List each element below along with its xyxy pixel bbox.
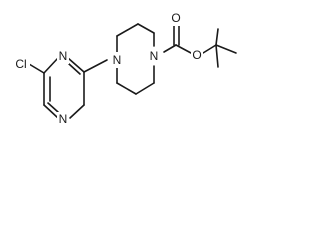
atom-cl: Cl	[12, 56, 30, 71]
bond-c2-n-piperazine	[83, 59, 108, 73]
chemical-structure-diagram: Cl N N N N O O	[12, 11, 237, 127]
bond-c3-n-bottom	[69, 104, 85, 119]
bond-pip-lower-left	[116, 82, 137, 95]
atom-n-pyrazine-bottom: N	[57, 112, 69, 127]
bond-pip-upper-right	[137, 23, 155, 34]
atom-n-piperazine-left: N	[111, 52, 123, 68]
atom-n-pyrazine-top: N	[57, 49, 69, 64]
bond-n-bottom-c4-double	[47, 102, 59, 113]
bond-n-top-c2	[67, 57, 85, 73]
atom-label-cl: Cl	[15, 57, 26, 71]
atom-n-piperazine-right: N	[148, 48, 160, 64]
bond-tbu-methyl-down	[215, 44, 219, 68]
bond-pip-upper-left	[116, 23, 139, 37]
bond-lines	[28, 23, 237, 119]
atom-label-n-piperazine-right: N	[150, 49, 159, 63]
bond-n-top-c2-double	[68, 63, 81, 75]
atom-label-o-ester: O	[192, 48, 201, 62]
bond-pip-lower-right	[135, 82, 155, 95]
atom-label-n-pyrazine-top: N	[59, 49, 68, 63]
bond-c1-cl	[28, 63, 45, 74]
bond-n-bottom-c4	[43, 104, 59, 119]
atom-o-carbonyl: O	[170, 11, 182, 26]
atom-o-ester: O	[191, 48, 203, 63]
bond-n2-carbonyl-c	[163, 44, 177, 53]
bond-tbu-methyl-right	[215, 44, 237, 54]
bond-c1-n-top	[43, 57, 59, 74]
atom-label-n-piperazine-left: N	[113, 53, 122, 67]
bond-tbu-methyl-up	[215, 28, 219, 46]
atom-label-o-carbonyl: O	[171, 11, 180, 25]
bond-carbonyl-c-o-ester	[175, 44, 192, 54]
bond-o-ester-tbu-c	[202, 44, 217, 54]
atom-label-n-pyrazine-bottom: N	[59, 112, 68, 126]
atom-labels: Cl N N N N O O	[12, 11, 203, 127]
